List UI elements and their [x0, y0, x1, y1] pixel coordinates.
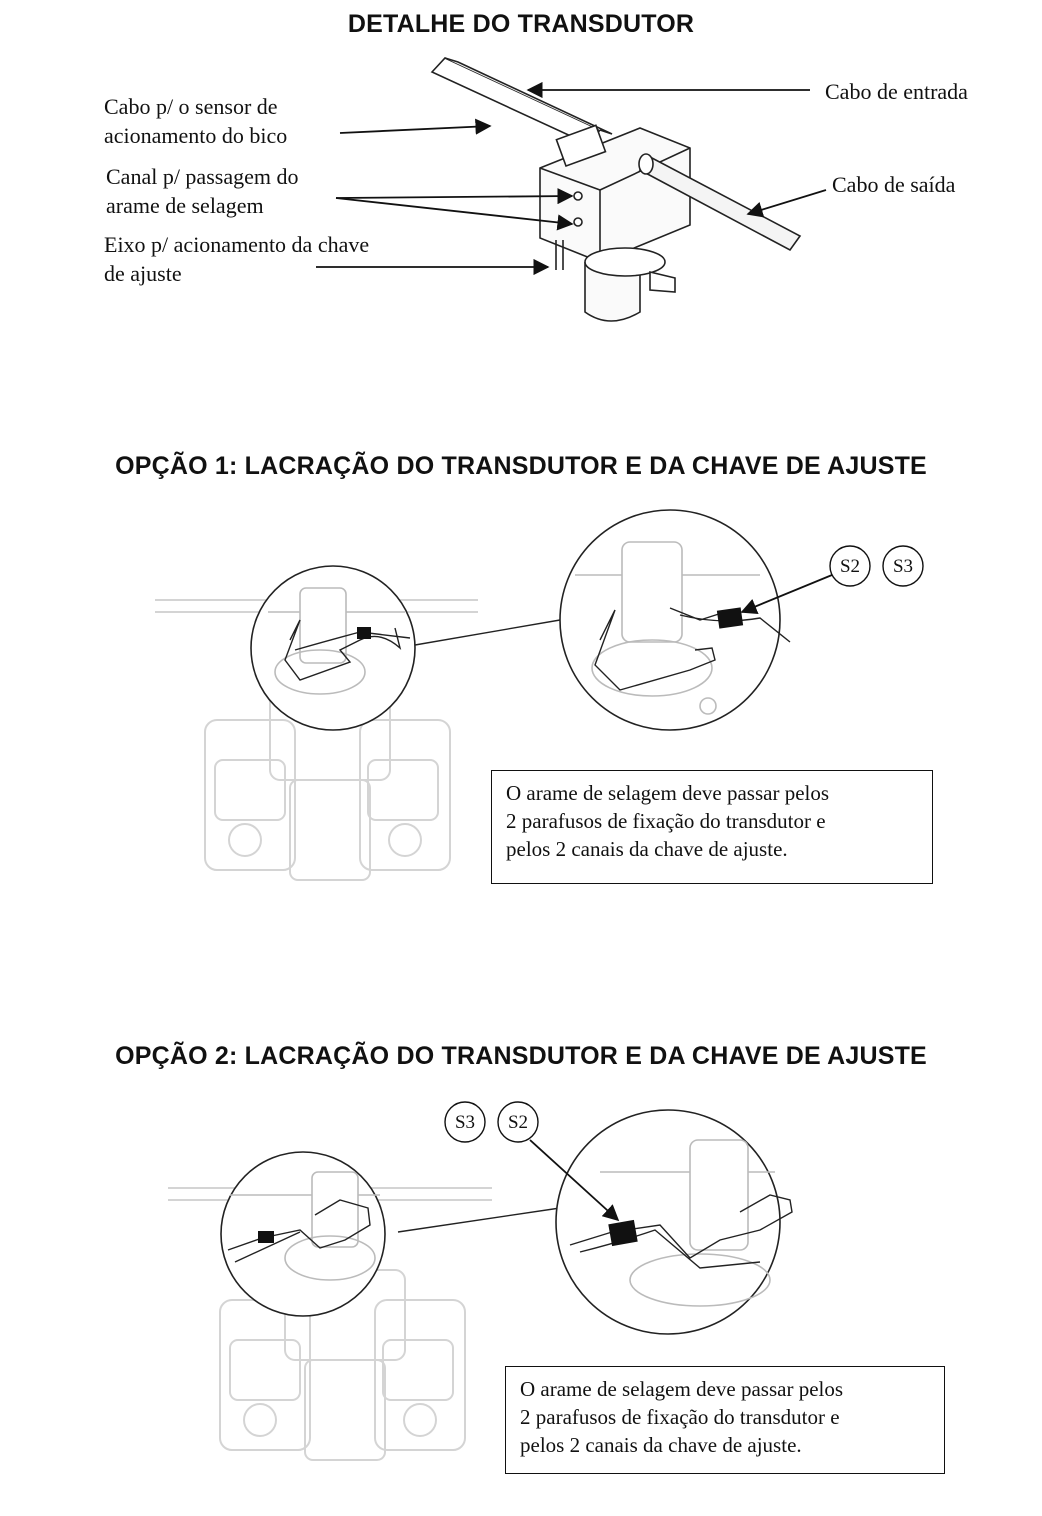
- label-seal-channel: Canal p/ passagem do arame de selagem: [106, 164, 299, 218]
- option1-large-seal: [716, 607, 744, 629]
- leader-lines-detail: [316, 81, 827, 276]
- option1-seal-badges: [829, 545, 924, 587]
- option1-zoom-line: [414, 619, 561, 646]
- option1-seal-arrow: [740, 574, 833, 614]
- option2-note: O arame de selagem deve passar pelos 2 p…: [505, 1366, 945, 1474]
- option2-seal-label-2: S2: [507, 1112, 529, 1133]
- label-adjust-axis: Eixo p/ acionamento da chave de ajuste: [104, 232, 370, 286]
- option1-small-seal: [357, 627, 371, 639]
- option2-large-circle-contents: [600, 1139, 775, 1307]
- option1-title: OPÇÃO 1: LACRAÇÃO DO TRANSDUTOR E DA CHA…: [115, 452, 927, 480]
- option1-small-detail-circle: [250, 565, 416, 731]
- option2-small-circle-contents: [230, 1171, 380, 1281]
- option2-large-seal: [608, 1219, 638, 1247]
- transducer-illustration: [430, 57, 802, 322]
- option2-seal-arrow: [529, 1139, 620, 1222]
- label-cable-out: Cabo de saída: [832, 172, 956, 197]
- option1-large-detail-circle: [559, 509, 781, 731]
- option2-small-wire: [227, 1199, 371, 1263]
- option1-dispenser: [155, 599, 478, 881]
- option2-small-seal: [258, 1231, 274, 1243]
- label-cable-in: Cabo de entrada: [825, 79, 968, 104]
- label-cable-sensor: Cabo p/ o sensor de acionamento do bico: [104, 94, 288, 148]
- option1-seal-label-1: S2: [839, 556, 861, 577]
- option2-title: OPÇÃO 2: LACRAÇÃO DO TRANSDUTOR E DA CHA…: [115, 1042, 927, 1070]
- option1-large-circle-contents: [575, 541, 760, 715]
- option1-small-circle-contents: [268, 587, 405, 695]
- option2-small-detail-circle: [220, 1151, 386, 1317]
- option2-seal-badges: [444, 1101, 539, 1143]
- option2-large-detail-circle: [555, 1109, 781, 1335]
- option1-seal-label-2: S3: [892, 556, 914, 577]
- option2-seal-label-1: S3: [454, 1112, 476, 1133]
- option1-note: O arame de selagem deve passar pelos 2 p…: [491, 770, 933, 884]
- option2-zoom-line: [397, 1207, 561, 1233]
- detail-title: DETALHE DO TRANSDUTOR: [347, 10, 695, 38]
